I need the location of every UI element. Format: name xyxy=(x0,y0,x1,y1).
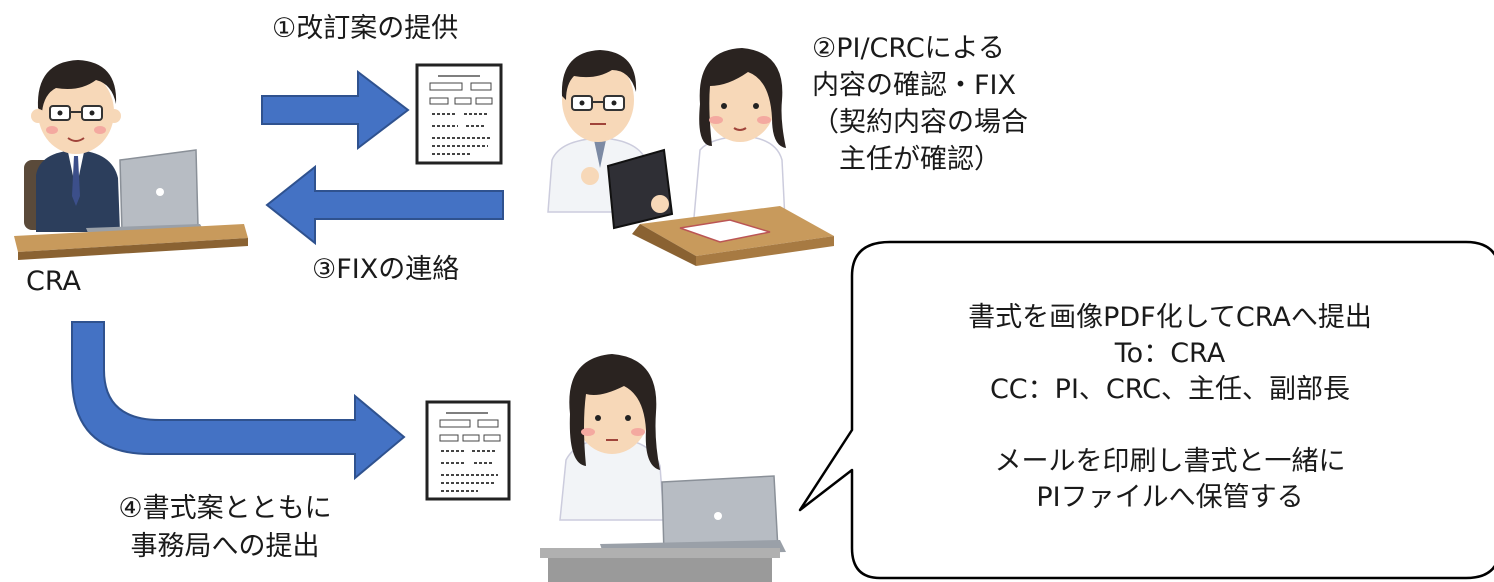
step4-line: 事務局への提出 xyxy=(130,531,320,562)
bubble-line: 書式を画像PDF化してCRAへ提出 xyxy=(968,302,1372,333)
bubble-line: To：CRA xyxy=(1114,338,1226,369)
arrow-step3 xyxy=(265,164,504,246)
step2-line: （契約内容の場合 xyxy=(812,107,1028,138)
bubble-line: メールを印刷し書式と一緒に xyxy=(994,446,1346,477)
pi-crc-illustration xyxy=(547,48,834,266)
step1-label: ①改訂案の提供 xyxy=(272,13,459,44)
step3-label: ③FIXの連絡 xyxy=(312,254,460,285)
step2-line: 主任が確認） xyxy=(812,144,1001,175)
office-staff-illustration xyxy=(540,354,786,582)
step2-label: ②PI/CRCによる 内容の確認・FIX （契約内容の場合 主任が確認） xyxy=(812,30,1028,178)
step4-label: ④書式案とともに 事務局への提出 xyxy=(100,490,350,566)
arrow-step4 xyxy=(71,321,406,481)
speech-bubble xyxy=(798,240,1494,580)
step2-line: 内容の確認・FIX xyxy=(812,70,1016,101)
step2-line: ②PI/CRCによる xyxy=(812,33,1005,64)
cra-label: CRA xyxy=(26,266,81,297)
document-icon-bottom xyxy=(425,400,511,501)
bubble-text: 書式を画像PDF化してCRAへ提出 To：CRA CC：PI、CRC、主任、副部… xyxy=(850,300,1490,516)
bubble-line xyxy=(850,408,1490,444)
bubble-line: PIファイルへ保管する xyxy=(1036,482,1304,513)
document-icon-top xyxy=(415,63,503,165)
arrow-step1 xyxy=(261,69,410,151)
bubble-line: CC：PI、CRC、主任、副部長 xyxy=(989,374,1351,405)
cra-person-illustration xyxy=(14,60,248,260)
step4-line: ④書式案とともに xyxy=(118,493,332,524)
